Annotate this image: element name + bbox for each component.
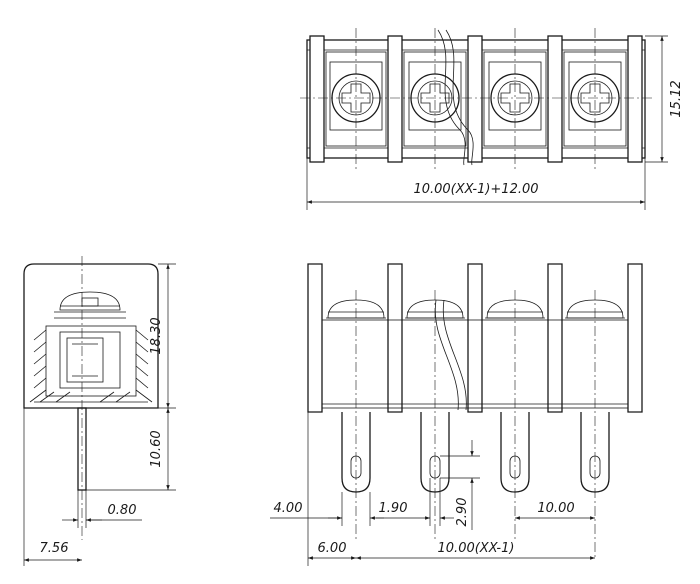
side-hatching bbox=[29, 329, 153, 403]
top-barriers bbox=[309, 35, 643, 163]
top-break-mark bbox=[437, 29, 466, 166]
side-pin-width-dim: 0.80 bbox=[108, 503, 137, 518]
front-barriers bbox=[307, 263, 643, 413]
top-height-dim: 15.12 bbox=[669, 80, 684, 117]
front-screw-heads bbox=[326, 299, 625, 319]
side-body-height-dim: 18.30 bbox=[149, 317, 164, 354]
front-pins bbox=[341, 412, 610, 493]
front-span-dim: 10.00(XX-1) bbox=[438, 541, 515, 556]
side-pin-length-dim: 10.60 bbox=[149, 430, 164, 467]
front-pin-width-dim: 1.90 bbox=[379, 501, 408, 516]
top-view: 15.12 10.00(XX-1)+12.00 bbox=[300, 28, 684, 210]
top-length-dim: 10.00(XX-1)+12.00 bbox=[413, 182, 538, 197]
front-pitch-dim: 10.00 bbox=[537, 501, 574, 516]
front-break-mark bbox=[434, 299, 459, 411]
side-width-dim: 7.56 bbox=[40, 541, 69, 556]
front-offset-dim: 4.00 bbox=[274, 501, 303, 516]
front-edge-offset-dim: 6.00 bbox=[318, 541, 347, 556]
side-view: 18.30 10.60 0.80 7.56 bbox=[23, 256, 176, 566]
front-view: 4.00 1.90 2.90 10.00 6.00 10.00(XX-1) bbox=[270, 263, 643, 566]
front-slot-height-dim: 2.90 bbox=[455, 498, 470, 527]
